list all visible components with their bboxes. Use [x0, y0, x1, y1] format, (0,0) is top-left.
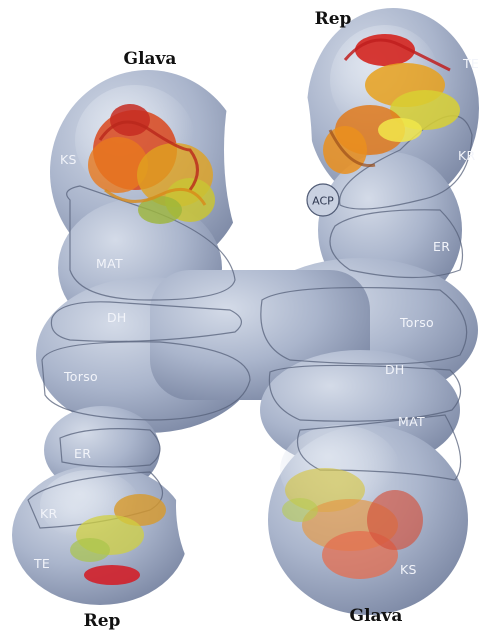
title-bottom-left: Rep: [84, 611, 121, 631]
domain-label-te-bottom-left: TE: [33, 556, 50, 571]
domain-label-dh-right: DH: [385, 362, 405, 377]
domain-label-er-bottom-left: ER: [74, 446, 91, 461]
acp-domain: ACP: [307, 184, 339, 216]
domain-label-kr-bottom-left: KR: [40, 506, 57, 521]
domain-label-dh-top-left: DH: [107, 310, 127, 325]
domain-label-torso-left: Torso: [63, 369, 98, 384]
domain-label-ks-top-left: KS: [60, 152, 77, 167]
domain-label-er-top-right: ER: [433, 239, 450, 254]
title-top-right: Rep: [315, 9, 352, 29]
domain-label-mat-top-left: MAT: [96, 256, 123, 271]
title-top-left: Glava: [124, 49, 177, 69]
domain-label-torso-right: Torso: [399, 315, 434, 330]
domain-label-mat-right: MAT: [398, 414, 425, 429]
domain-label-ks-bottom-right: KS: [400, 562, 417, 577]
domain-label-acp: ACP: [312, 195, 334, 208]
title-bottom-right: Glava: [350, 606, 403, 626]
domain-label-kr-top-right: KR: [458, 148, 475, 163]
domain-label-te-top-right: TE: [462, 56, 479, 71]
